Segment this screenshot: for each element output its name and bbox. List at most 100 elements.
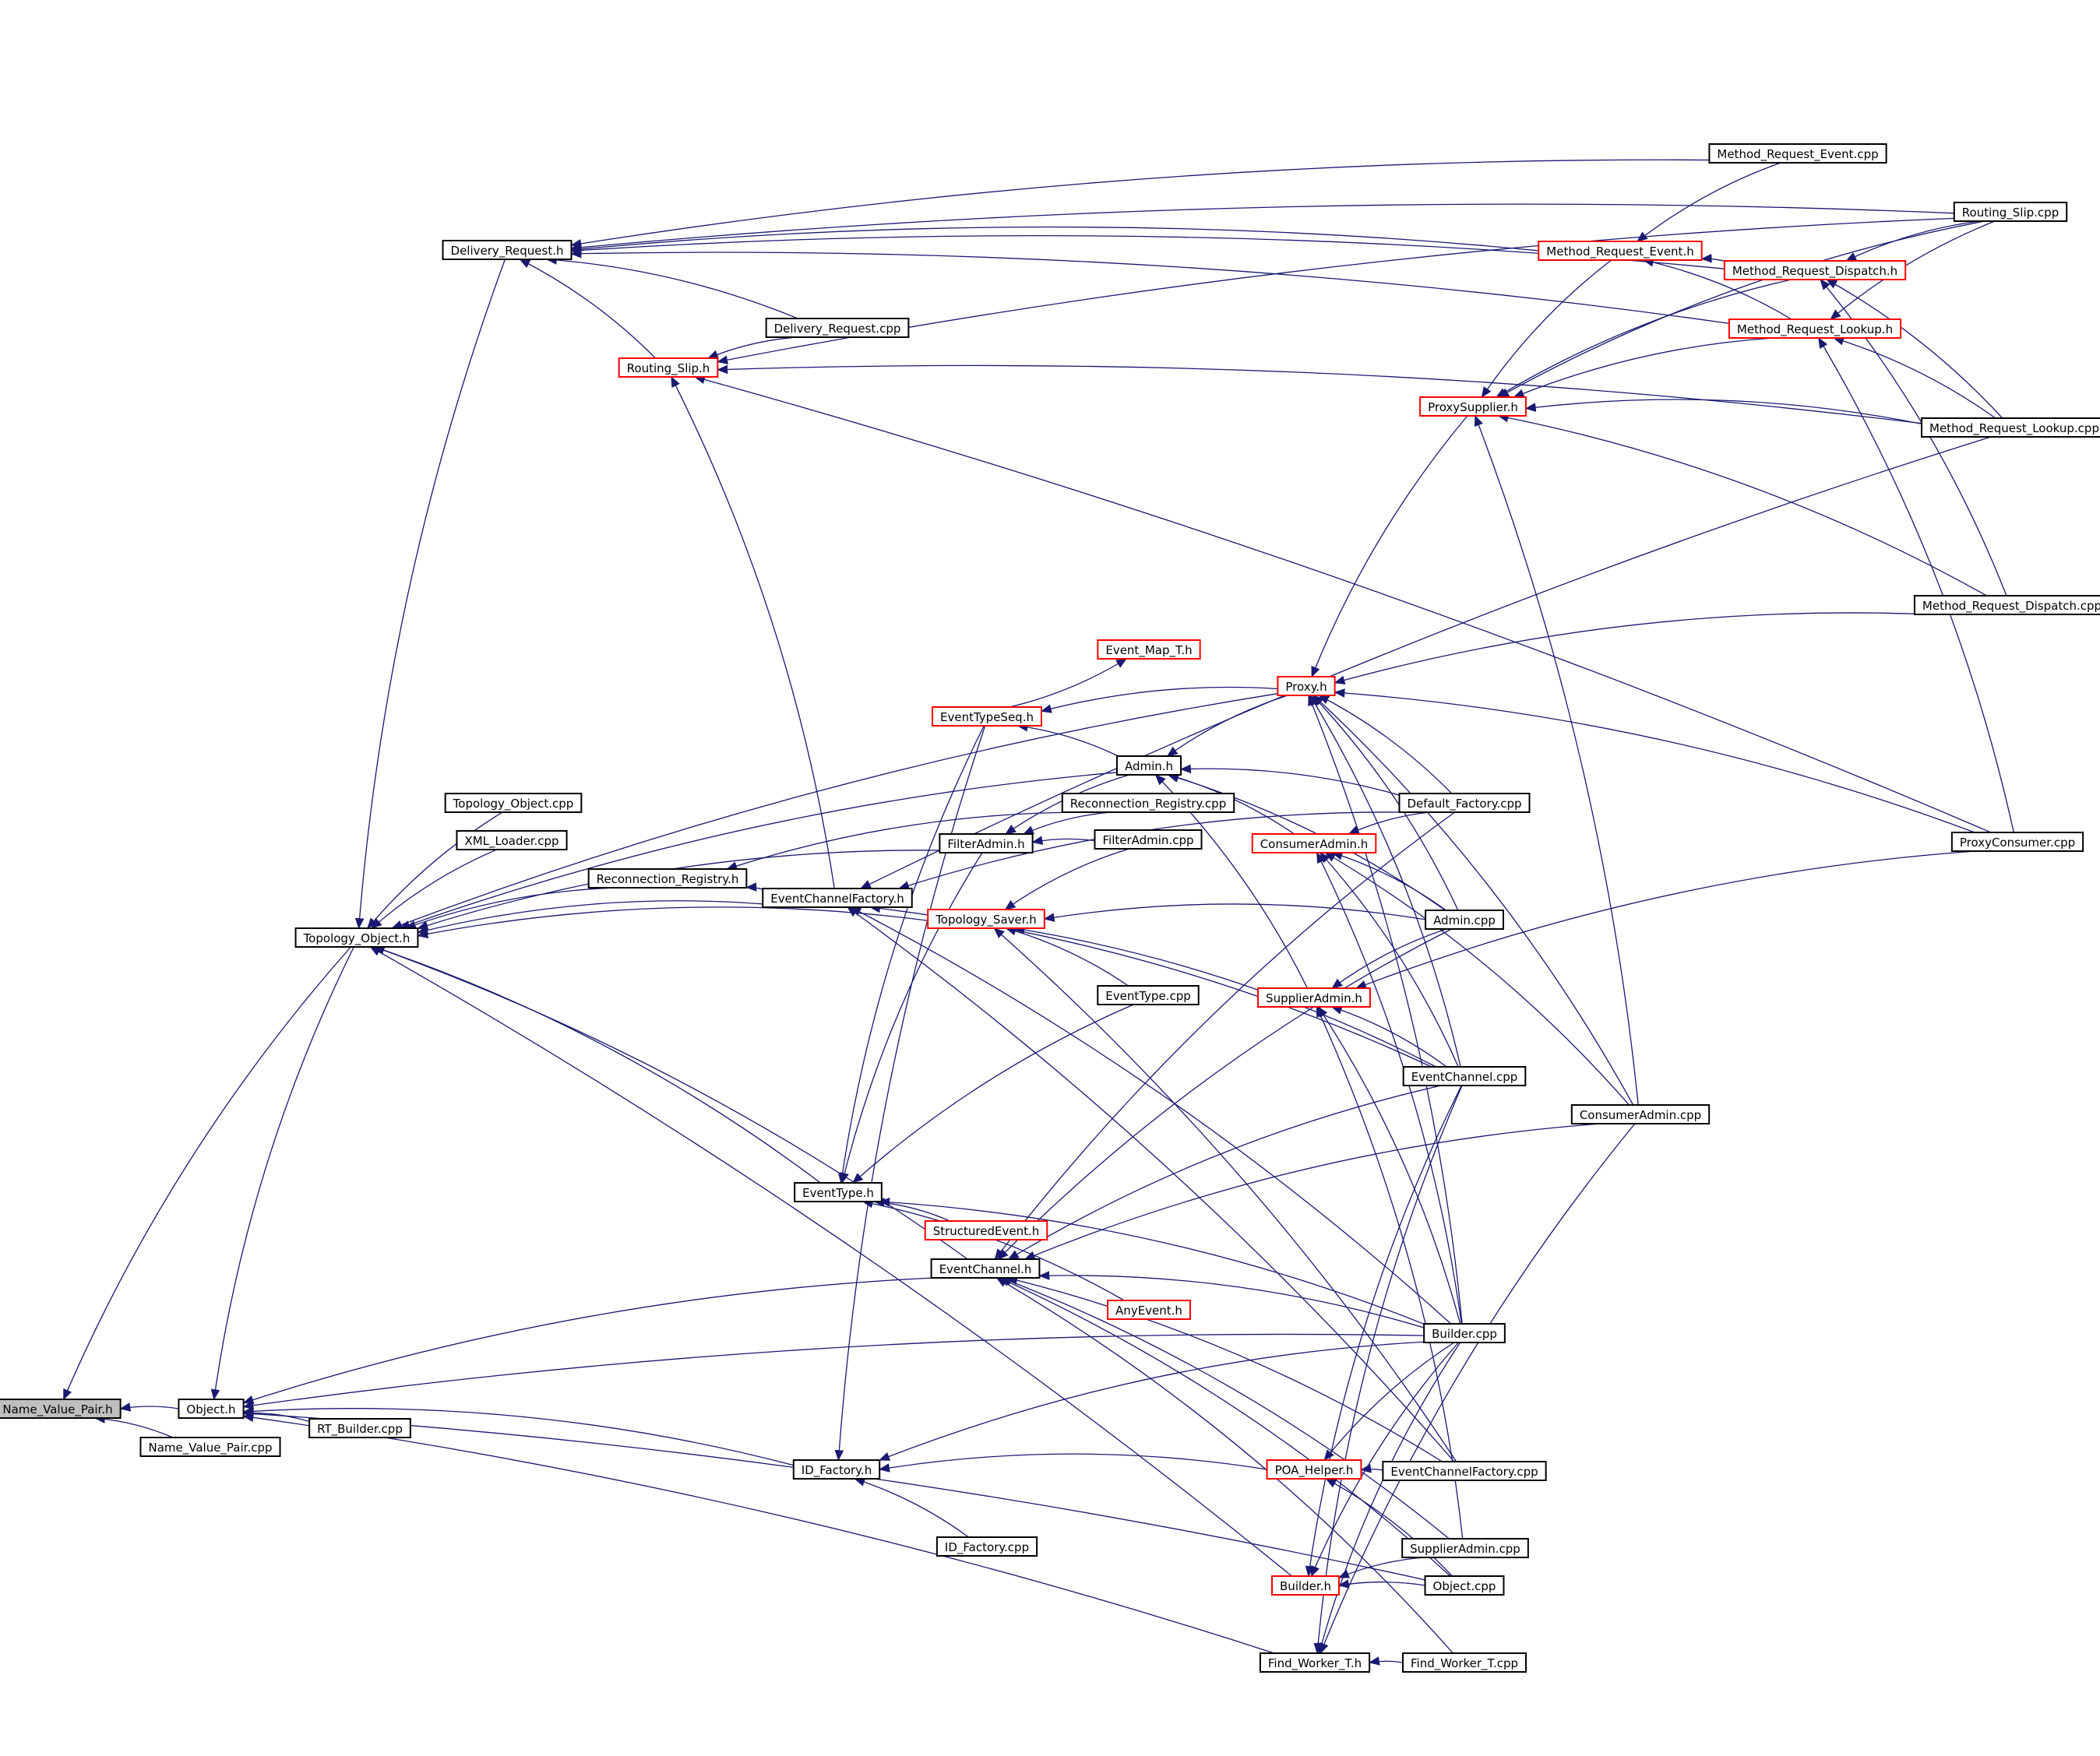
- node-box: [456, 830, 568, 850]
- edge-eventchannelfactory-cpp-to-eventchannel-h: [1006, 1276, 1443, 1462]
- node-box: [932, 706, 1042, 727]
- edge-proxyconsumer-cpp-to-method-request-lookup-h: [1818, 336, 2014, 833]
- edge-eventchannel-cpp-to-builder-h: [1305, 1085, 1462, 1578]
- edge-anyevent-h-to-eventtype-h: [861, 1198, 1125, 1301]
- node-method-request-lookup-cpp[interactable]: Method_Request_Lookup.cpp: [1921, 417, 2100, 438]
- node-supplieradmin-h[interactable]: SupplierAdmin.h: [1257, 987, 1371, 1008]
- node-box: [587, 868, 748, 889]
- node-label: Reconnection_Registry.cpp: [1070, 797, 1226, 811]
- node-object-cpp[interactable]: Object.cpp: [1424, 1575, 1505, 1596]
- node-filteradmin-cpp[interactable]: FilterAdmin.cpp: [1094, 829, 1203, 850]
- node-box: [1953, 202, 2068, 222]
- node-find-worker-t-h[interactable]: Find_Worker_T.h: [1259, 1652, 1371, 1673]
- node-eventtype-cpp[interactable]: EventType.cpp: [1097, 985, 1200, 1005]
- node-consumeradmin-cpp[interactable]: ConsumerAdmin.cpp: [1570, 1104, 1711, 1124]
- edge-proxysupplier-h-to-proxy-h: [1311, 415, 1468, 678]
- node-default-factory-cpp[interactable]: Default_Factory.cpp: [1398, 793, 1531, 813]
- node-label: Name_Value_Pair.cpp: [148, 1441, 272, 1455]
- edge-id-factory-cpp-to-id-factory-h: [854, 1477, 969, 1538]
- node-eventchannelfactory-h[interactable]: EventChannelFactory.h: [762, 888, 913, 908]
- node-proxysupplier-h[interactable]: ProxySupplier.h: [1419, 396, 1527, 417]
- node-label: FilterAdmin.cpp: [1102, 833, 1193, 847]
- node-admin-cpp[interactable]: Admin.cpp: [1425, 910, 1504, 930]
- node-xml-loader-cpp[interactable]: XML_Loader.cpp: [456, 830, 568, 850]
- edge-eventtypeseq-h-to-eventtype-h: [837, 725, 985, 1184]
- node-eventtypeseq-h[interactable]: EventTypeSeq.h: [932, 706, 1042, 727]
- node-label: EventChannelFactory.h: [770, 892, 904, 906]
- node-name-value-pair-h[interactable]: Name_Value_Pair.h: [0, 1399, 122, 1419]
- node-eventchannelfactory-cpp[interactable]: EventChannelFactory.cpp: [1382, 1461, 1547, 1481]
- node-delivery-request-h[interactable]: Delivery_Request.h: [442, 240, 573, 260]
- node-box: [1723, 260, 1907, 280]
- node-topology-object-h[interactable]: Topology_Object.h: [294, 927, 419, 948]
- node-method-request-lookup-h[interactable]: Method_Request_Lookup.h: [1728, 318, 1902, 339]
- node-anyevent-h[interactable]: AnyEvent.h: [1107, 1300, 1191, 1320]
- node-structuredevent-h[interactable]: StructuredEvent.h: [924, 1220, 1048, 1240]
- node-eventchannel-h[interactable]: EventChannel.h: [930, 1258, 1041, 1279]
- edge-find-worker-t-cpp-to-find-worker-t-h: [1368, 1656, 1404, 1666]
- node-box: [924, 1220, 1048, 1240]
- node-method-request-event-cpp[interactable]: Method_Request_Event.cpp: [1708, 143, 1887, 164]
- node-method-request-dispatch-h[interactable]: Method_Request_Dispatch.h: [1723, 260, 1907, 280]
- edge-method-request-dispatch-h-to-proxysupplier-h: [1496, 279, 1792, 398]
- node-supplieradmin-cpp[interactable]: SupplierAdmin.cpp: [1401, 1538, 1529, 1558]
- node-label: Builder.cpp: [1432, 1327, 1497, 1341]
- node-box: [1921, 417, 2100, 438]
- node-label: StructuredEvent.h: [933, 1224, 1040, 1238]
- edge-proxy-h-to-admin-h: [1166, 695, 1288, 757]
- node-name-value-pair-cpp[interactable]: Name_Value_Pair.cpp: [139, 1437, 281, 1457]
- node-label: ID_Factory.cpp: [945, 1540, 1029, 1555]
- node-proxy-h[interactable]: Proxy.h: [1277, 676, 1336, 696]
- node-eventtype-h[interactable]: EventType.h: [794, 1182, 883, 1202]
- edge-eventtypeseq-h-to-id-factory-h: [834, 725, 986, 1462]
- node-label: XML_Loader.cpp: [464, 834, 558, 849]
- edge-consumeradmin-cpp-to-proxysupplier-h: [1474, 414, 1639, 1106]
- edge-admin-h-to-eventtypeseq-h: [1017, 722, 1119, 757]
- edge-eventchannel-cpp-to-topology-saver-h: [1013, 925, 1436, 1068]
- node-topology-saver-h[interactable]: Topology_Saver.h: [927, 909, 1045, 929]
- edge-admin-cpp-to-proxy-h: [1312, 695, 1459, 911]
- node-box: [927, 909, 1045, 929]
- node-box: [1107, 1300, 1191, 1320]
- node-routing-slip-h[interactable]: Routing_Slip.h: [618, 357, 719, 378]
- edge-delivery-request-cpp-to-delivery-request-h: [545, 255, 798, 319]
- node-filteradmin-h[interactable]: FilterAdmin.h: [939, 833, 1034, 853]
- node-id-factory-h[interactable]: ID_Factory.h: [792, 1459, 881, 1480]
- node-label: Method_Request_Event.h: [1546, 245, 1693, 259]
- node-consumeradmin-h[interactable]: ConsumerAdmin.h: [1251, 833, 1377, 853]
- node-box: [308, 1418, 411, 1438]
- node-method-request-dispatch-cpp[interactable]: Method_Request_Dispatch.cpp: [1913, 595, 2100, 615]
- edge-admin-cpp-to-consumeradmin-h: [1331, 851, 1446, 911]
- node-builder-cpp[interactable]: Builder.cpp: [1423, 1323, 1506, 1343]
- edge-consumeradmin-cpp-to-proxy-h: [1312, 695, 1634, 1106]
- node-routing-slip-cpp[interactable]: Routing_Slip.cpp: [1953, 202, 2068, 222]
- node-builder-h[interactable]: Builder.h: [1271, 1575, 1340, 1596]
- node-label: SupplierAdmin.cpp: [1410, 1542, 1520, 1556]
- edge-reconnection-registry-cpp-to-reconnection-registry-h: [726, 811, 1089, 871]
- node-method-request-event-h[interactable]: Method_Request_Event.h: [1538, 241, 1703, 261]
- node-proxyconsumer-cpp[interactable]: ProxyConsumer.cpp: [1950, 832, 2084, 852]
- node-reconnection-registry-cpp[interactable]: Reconnection_Registry.cpp: [1061, 793, 1235, 813]
- node-box: [1277, 676, 1336, 696]
- edge-eventchannel-cpp-to-find-worker-t-h: [1313, 1085, 1463, 1655]
- node-label: Method_Request_Lookup.h: [1737, 322, 1893, 337]
- node-label: EventType.h: [802, 1186, 874, 1200]
- node-label: Name_Value_Pair.h: [2, 1402, 112, 1417]
- node-box: [792, 1459, 881, 1480]
- node-reconnection-registry-h[interactable]: Reconnection_Registry.h: [587, 868, 748, 889]
- node-label: Proxy.h: [1285, 680, 1327, 694]
- node-delivery-request-cpp[interactable]: Delivery_Request.cpp: [765, 318, 910, 338]
- node-admin-h[interactable]: Admin.h: [1115, 755, 1182, 776]
- node-poa-helper-h[interactable]: POA_Helper.h: [1266, 1459, 1362, 1480]
- node-object-h[interactable]: Object.h: [178, 1399, 245, 1419]
- node-eventchannel-cpp[interactable]: EventChannel.cpp: [1402, 1066, 1527, 1086]
- node-rt-builder-cpp[interactable]: RT_Builder.cpp: [308, 1418, 411, 1438]
- node-id-factory-cpp[interactable]: ID_Factory.cpp: [935, 1536, 1038, 1557]
- node-find-worker-t-cpp[interactable]: Find_Worker_T.cpp: [1401, 1652, 1527, 1673]
- node-label: SupplierAdmin.h: [1266, 991, 1362, 1005]
- node-event-map-t-h[interactable]: Event_Map_T.h: [1097, 639, 1201, 660]
- node-box: [1251, 833, 1377, 853]
- edge-method-request-lookup-h-to-delivery-request-h: [570, 248, 1730, 325]
- node-label: EventType.cpp: [1105, 989, 1190, 1003]
- node-topology-object-cpp[interactable]: Topology_Object.cpp: [444, 793, 583, 813]
